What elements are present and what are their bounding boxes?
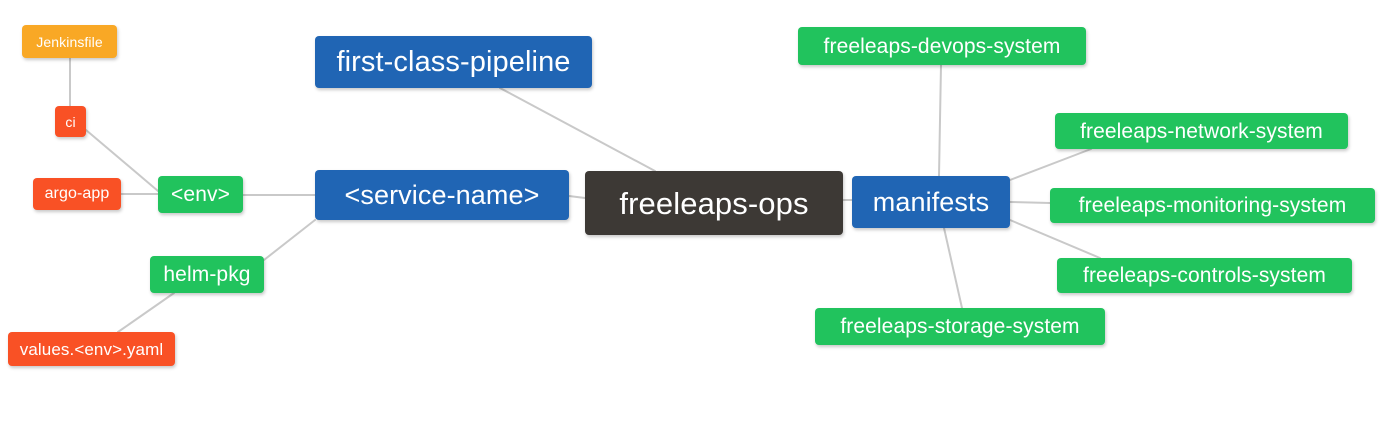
node-manifests[interactable]: manifests [852, 176, 1010, 228]
node-service-name[interactable]: <service-name> [315, 170, 569, 220]
edge-manifests-to-devops-system [938, 64, 942, 177]
node-network-system[interactable]: freeleaps-network-system [1055, 113, 1348, 149]
edge-service-name-to-helm-pkg [263, 219, 316, 261]
edge-manifests-to-storage-system [943, 227, 963, 309]
edge-service-name-to-freeleaps-ops [568, 195, 586, 199]
node-values-yaml[interactable]: values.<env>.yaml [8, 332, 175, 366]
node-storage-system[interactable]: freeleaps-storage-system [815, 308, 1105, 345]
edge-helm-pkg-to-values-yaml [117, 292, 175, 333]
node-helm-pkg[interactable]: helm-pkg [150, 256, 264, 293]
node-env[interactable]: <env> [158, 176, 243, 213]
edge-manifests-to-network-system [1009, 148, 1092, 181]
node-first-class-pipeline[interactable]: first-class-pipeline [315, 36, 592, 88]
node-jenkinsfile[interactable]: Jenkinsfile [22, 25, 117, 58]
edge-first-class-pipeline-to-freeleaps-ops [499, 87, 656, 172]
node-monitoring-system[interactable]: freeleaps-monitoring-system [1050, 188, 1375, 223]
edge-manifests-to-controls-system [1009, 219, 1101, 259]
node-controls-system[interactable]: freeleaps-controls-system [1057, 258, 1352, 293]
node-ci[interactable]: ci [55, 106, 86, 137]
node-freeleaps-ops[interactable]: freeleaps-ops [585, 171, 843, 235]
node-argo-app[interactable]: argo-app [33, 178, 121, 210]
node-devops-system[interactable]: freeleaps-devops-system [798, 27, 1086, 65]
edge-manifests-to-monitoring-system [1009, 201, 1051, 204]
